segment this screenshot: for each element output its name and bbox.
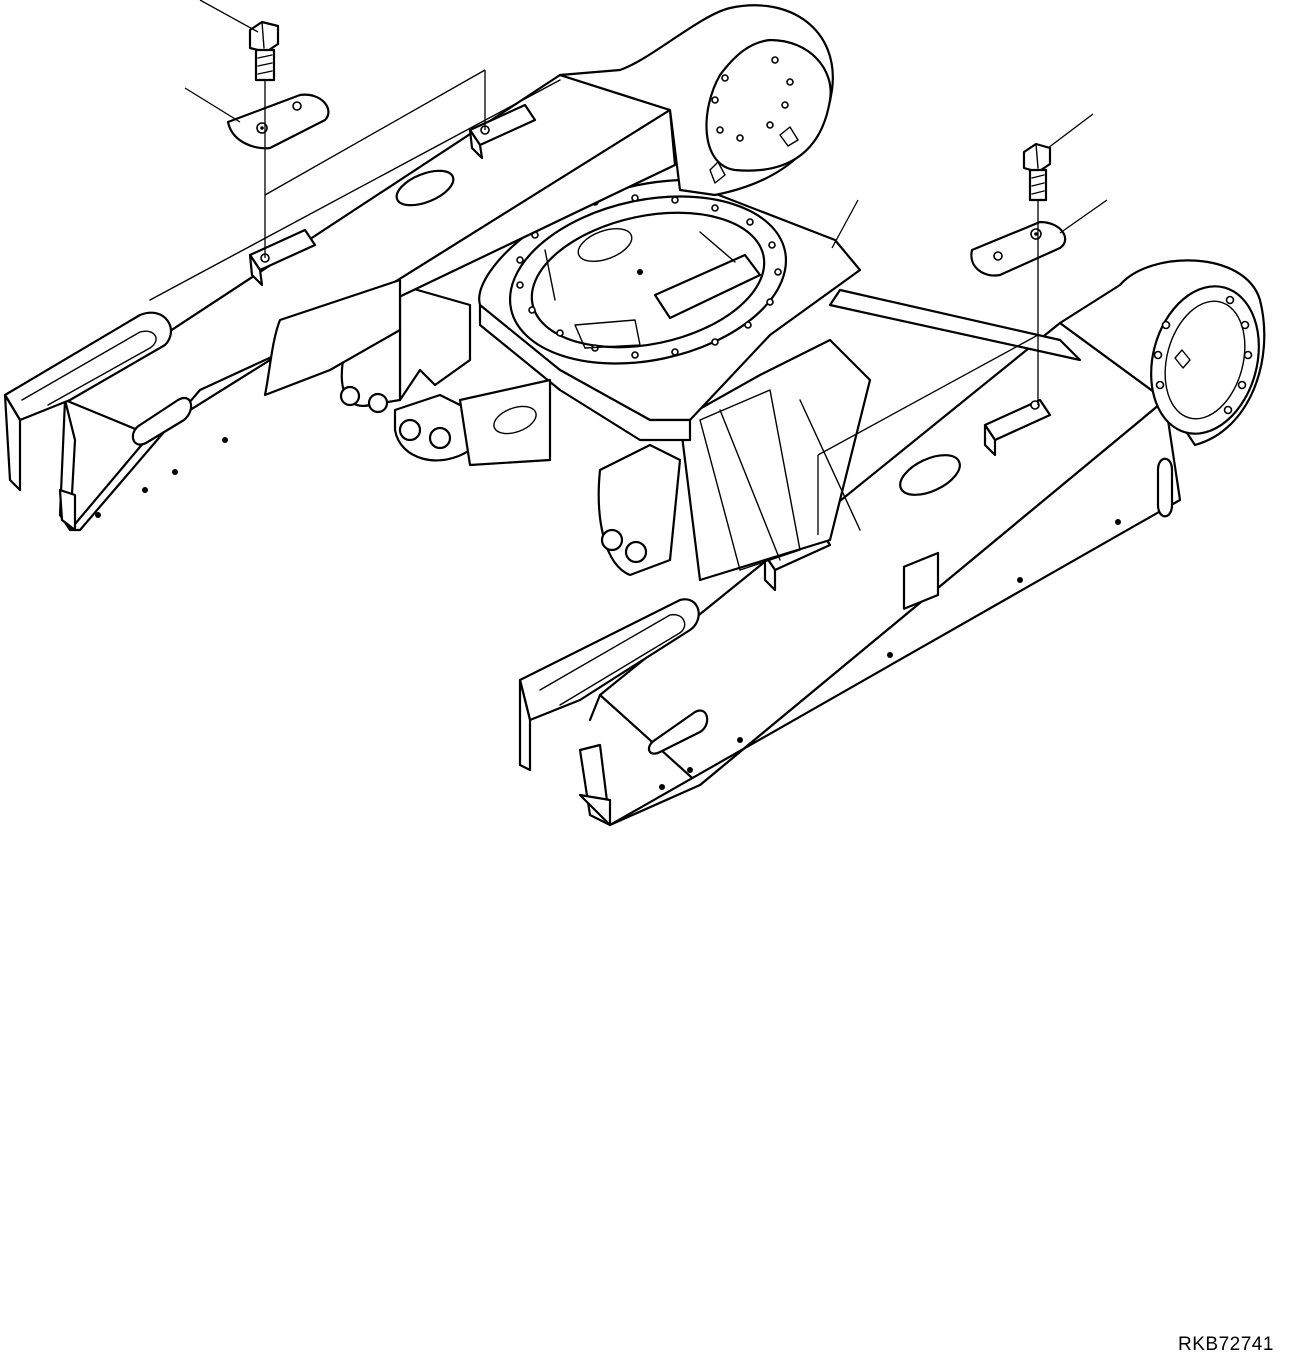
callout-leader-track-frame	[832, 200, 858, 248]
swing-circle-bolt-holes	[517, 195, 781, 358]
guard-plate	[971, 222, 1065, 276]
callout-leader-plate-left	[185, 88, 240, 122]
callout-leader-bolt-left	[200, 0, 258, 32]
idler-bolt-holes	[1155, 297, 1252, 414]
right-side-frame	[520, 260, 1275, 825]
mounting-bracket	[250, 230, 315, 285]
mounting-bracket	[985, 400, 1050, 455]
left-side-frame	[5, 5, 833, 530]
bolt	[1024, 144, 1050, 200]
guard-plate	[228, 95, 328, 149]
bolt	[250, 22, 278, 80]
callout-leader-bolt-right	[1048, 114, 1093, 148]
callout-leaders	[185, 0, 1107, 248]
drawing-code: RKB72741	[1178, 1334, 1274, 1355]
callout-leader-plate-right	[1060, 200, 1107, 233]
idler-bolt-holes	[712, 57, 793, 141]
assembly-lines	[265, 70, 1038, 535]
